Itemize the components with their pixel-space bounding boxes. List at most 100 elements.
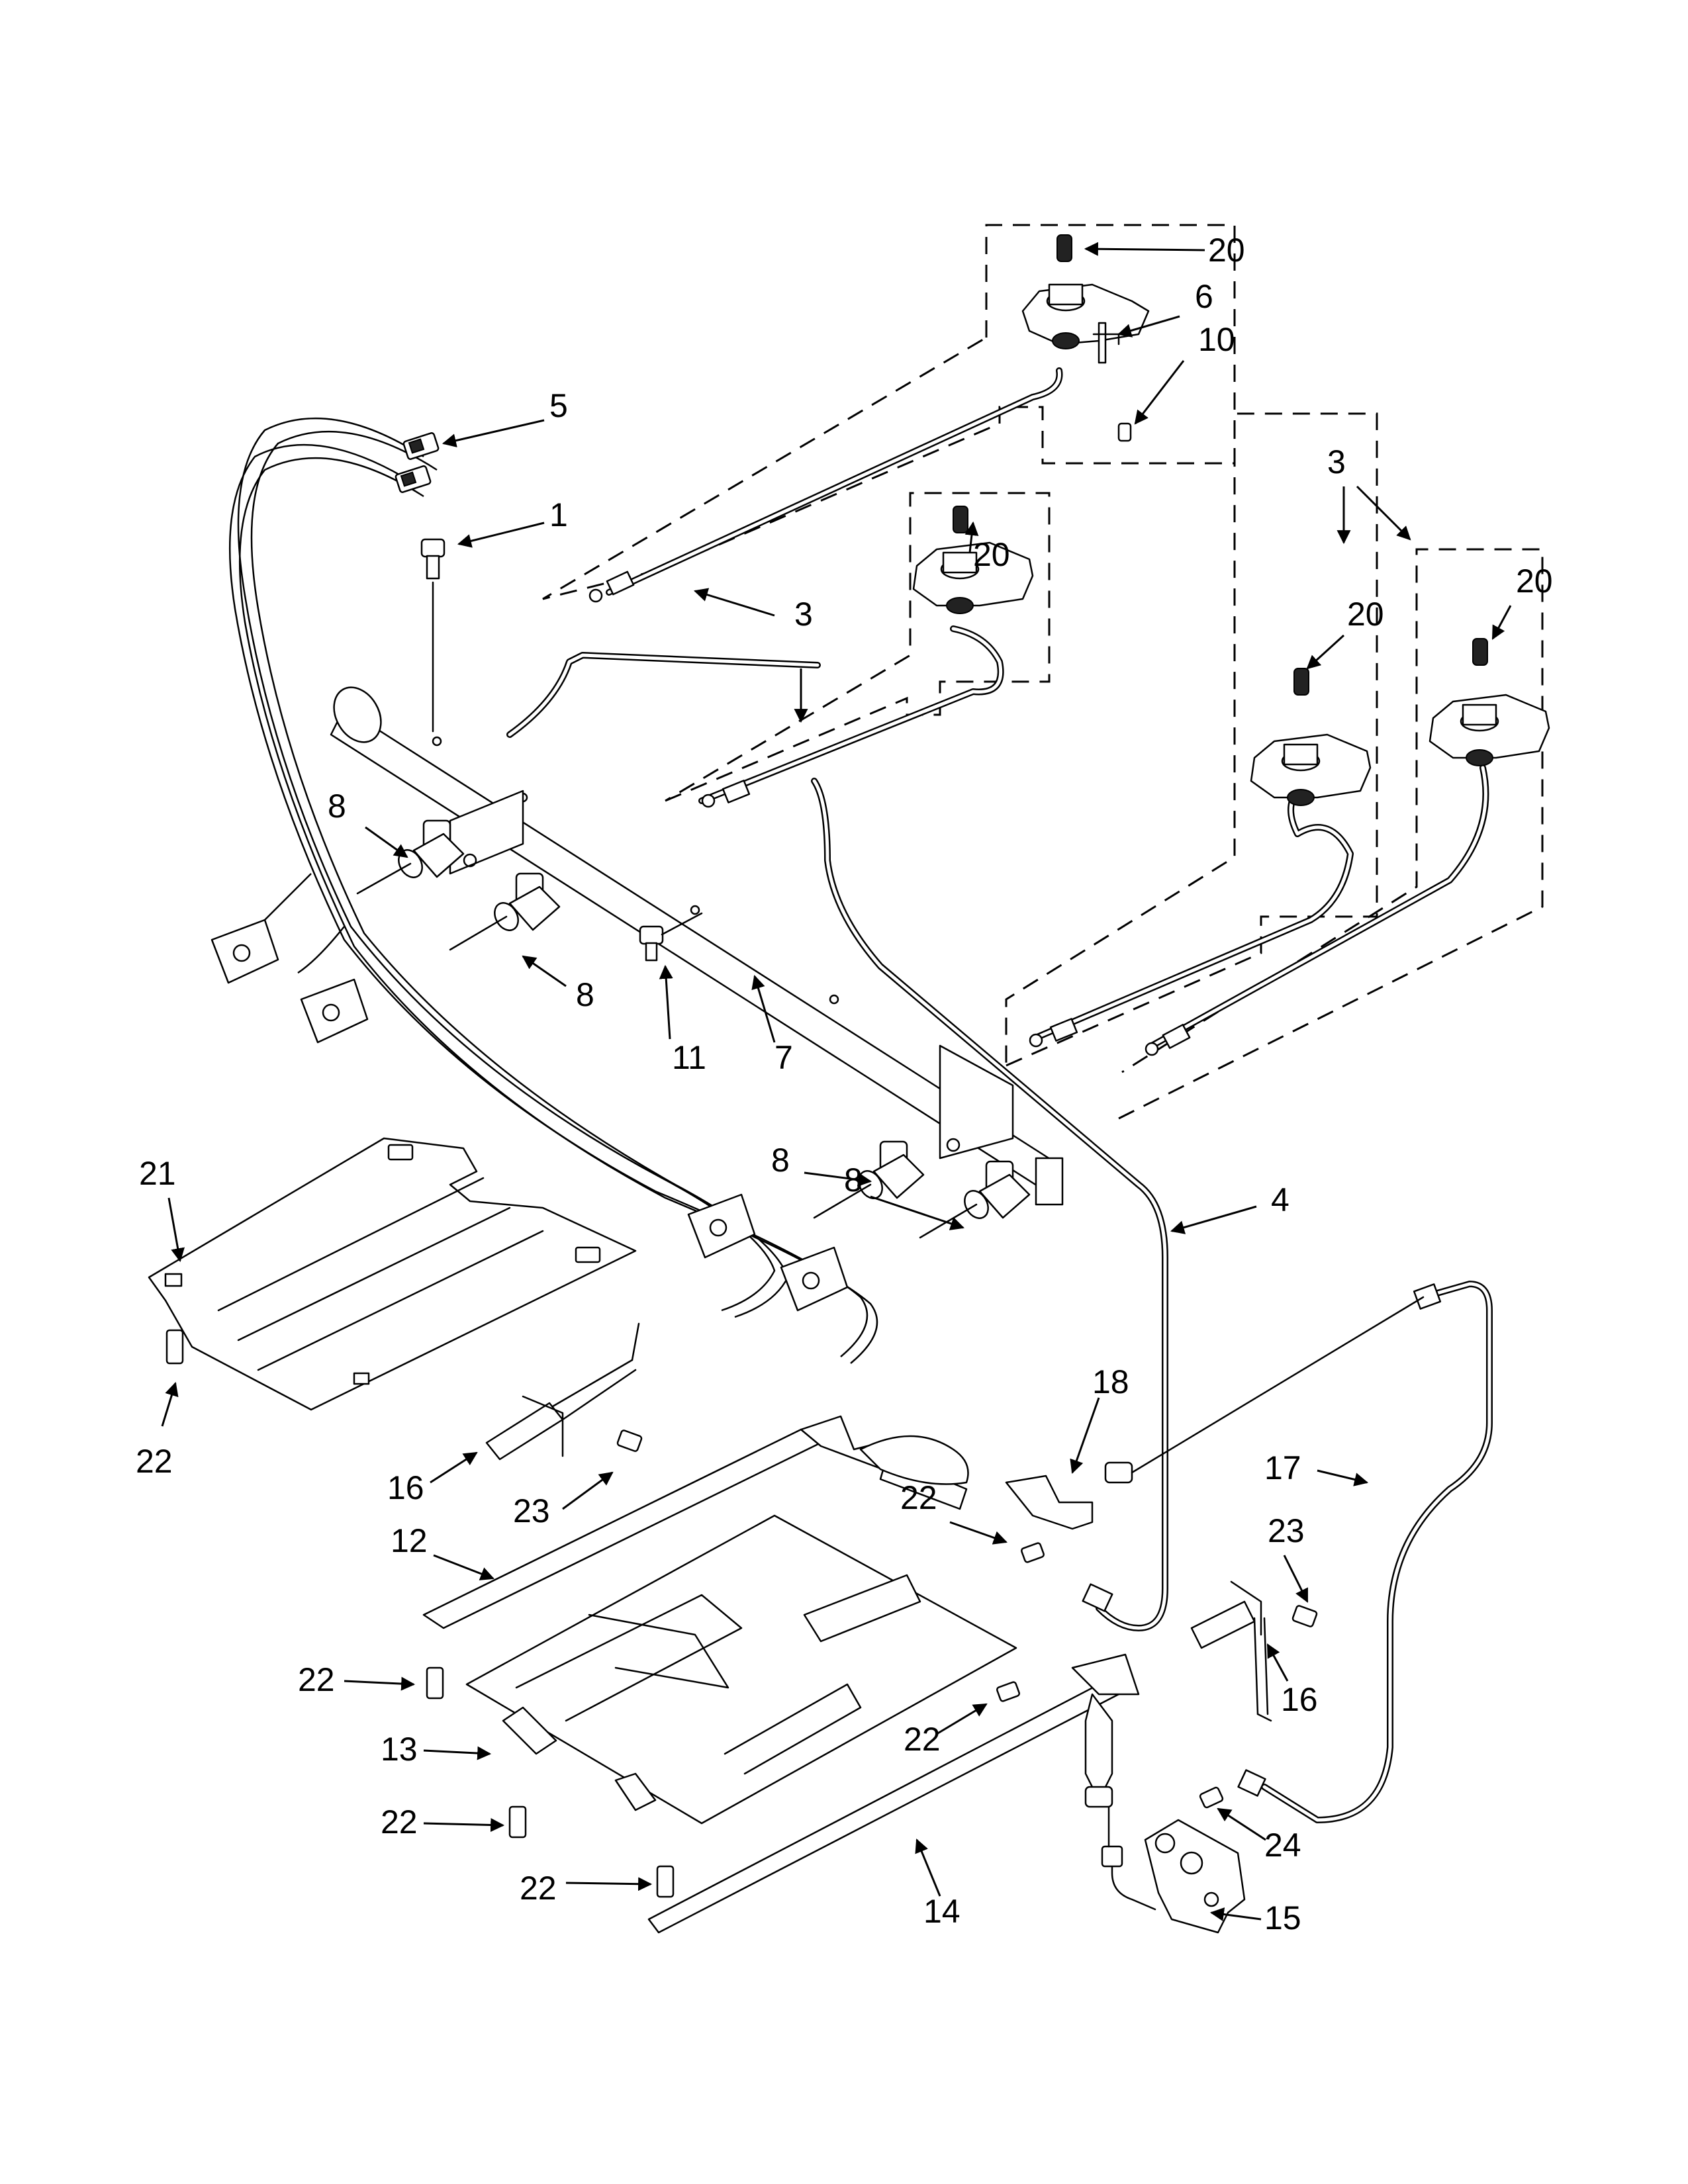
screw-22-b <box>1021 1542 1045 1563</box>
callout-leader-28 <box>936 1703 988 1735</box>
burner-base-center-right <box>1250 668 1372 806</box>
broil-burner-venturi <box>1084 1693 1113 1808</box>
callout-label-6: 20 <box>973 536 1010 573</box>
callout-leader-13 <box>751 974 776 1043</box>
callout-leader-33 <box>915 1839 941 1897</box>
callout-leader-0 <box>1084 242 1205 256</box>
callout-label-24: 12 <box>391 1522 428 1559</box>
callout-leader-24 <box>433 1554 494 1580</box>
callout-label-18: 22 <box>136 1443 173 1480</box>
callout-label-3: 5 <box>549 387 568 424</box>
bake-burner-lower <box>647 1653 1140 1934</box>
switch-3 <box>687 1193 756 1259</box>
callout-leader-22 <box>949 1521 1008 1545</box>
burner-base-top <box>1021 234 1150 349</box>
callout-label-10: 8 <box>328 788 346 825</box>
callout-label-3-group: 3 <box>1327 443 1346 480</box>
callout-label-21: 23 <box>513 1492 550 1529</box>
callout-label-29: 13 <box>381 1731 418 1768</box>
igniter-left <box>485 1322 640 1461</box>
callout-label-13: 7 <box>774 1039 793 1076</box>
callout-label-11: 8 <box>576 976 594 1013</box>
callout-label-33: 14 <box>923 1893 961 1930</box>
callout-label-30: 22 <box>381 1803 418 1841</box>
valve-4 <box>919 1160 1031 1239</box>
callout-leader-3-group-1 <box>1356 485 1411 541</box>
safety-valve <box>1101 1799 1246 1934</box>
burner-tube-center-left <box>698 625 1004 808</box>
switch-1 <box>211 919 279 984</box>
callout-leader-20 <box>430 1451 478 1484</box>
burner-tube-group-top <box>542 224 1236 600</box>
callout-label-12: 11 <box>672 1039 706 1076</box>
screw-24 <box>1199 1786 1224 1809</box>
callout-label-14: 8 <box>771 1142 790 1179</box>
gas-supply-tube <box>506 652 1168 1631</box>
callout-label-19: 18 <box>1092 1363 1129 1400</box>
callout-label-16: 4 <box>1271 1181 1289 1218</box>
screw-1 <box>420 538 445 733</box>
switch-2 <box>300 978 369 1044</box>
callout-leader-18 <box>161 1381 179 1427</box>
valve-2 <box>449 872 561 951</box>
burner-tube-right <box>1145 764 1489 1056</box>
switch-4 <box>780 1246 849 1312</box>
heat-shield <box>148 1137 637 1411</box>
screw-11 <box>639 912 703 962</box>
callout-leader-26 <box>1266 1643 1289 1682</box>
igniter-right <box>1190 1580 1272 1722</box>
callout-leader-9 <box>1491 605 1512 640</box>
callout-leader-34 <box>1209 1907 1262 1921</box>
callout-leader-16 <box>1170 1205 1257 1234</box>
callout-leader-19 <box>1070 1397 1100 1474</box>
callout-label-22: 22 <box>900 1479 937 1516</box>
screw-23-a <box>616 1430 643 1452</box>
callout-leader-1 <box>1117 315 1180 338</box>
callout-label-8: 20 <box>1347 596 1384 633</box>
callout-leader-32 <box>565 1877 653 1891</box>
callout-label-5: 3 <box>794 596 813 633</box>
callout-label-23: 17 <box>1264 1449 1301 1486</box>
callout-leader-2 <box>1134 360 1185 425</box>
screw-22-f <box>656 1865 675 1898</box>
callout-leader-10 <box>365 826 408 858</box>
callout-label-9: 20 <box>1516 563 1553 600</box>
callout-leader-14 <box>804 1171 872 1187</box>
callout-label-27: 22 <box>298 1661 335 1698</box>
burner-base-center-left <box>912 506 1034 614</box>
screw-22-a <box>165 1329 184 1365</box>
callout-leader-21 <box>562 1471 614 1510</box>
burner-shield-panel <box>465 1514 1017 1825</box>
valve-3 <box>813 1140 925 1219</box>
callout-label-17: 21 <box>139 1155 176 1192</box>
callout-leader-30 <box>423 1818 505 1833</box>
callout-label-26: 16 <box>1281 1681 1318 1718</box>
screw-22-d <box>996 1681 1020 1702</box>
callout-label-34: 15 <box>1264 1899 1301 1936</box>
screw-top <box>1117 422 1132 442</box>
screw-23-b <box>1291 1605 1318 1627</box>
callout-label-31: 24 <box>1264 1827 1301 1864</box>
callout-leader-17 <box>167 1197 185 1263</box>
callout-leader-6 <box>964 521 979 553</box>
orifice-tube <box>1237 1281 1493 1823</box>
callout-label-2: 10 <box>1198 321 1235 358</box>
callout-label-20: 16 <box>387 1469 424 1506</box>
callout-leader-5 <box>693 588 775 617</box>
callout-label-1: 6 <box>1195 278 1213 315</box>
callout-leader-23 <box>1317 1469 1369 1486</box>
callout-label-0: 20 <box>1208 232 1245 269</box>
callout-leader-12 <box>659 964 673 1040</box>
manifold-bracket-right <box>939 1044 1014 1160</box>
callout-leader-25 <box>1283 1555 1309 1603</box>
burner-tube-center-right <box>1029 788 1354 1048</box>
callout-label-15: 8 <box>844 1161 863 1199</box>
burner-tube-group-center-left <box>665 492 1051 802</box>
callout-leader-8 <box>1306 634 1345 670</box>
burner-tube-top <box>588 367 1063 603</box>
valve-1 <box>356 819 465 895</box>
burner-base-right <box>1429 638 1550 766</box>
bake-burner-venturi <box>859 1296 1425 1530</box>
